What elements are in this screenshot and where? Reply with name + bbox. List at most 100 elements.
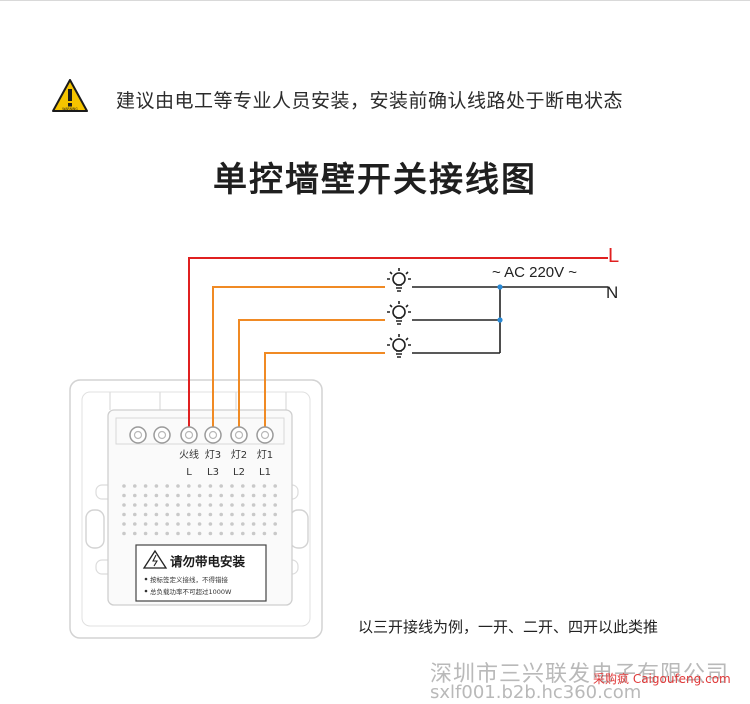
vent-dot (133, 531, 137, 536)
vent-dot (241, 522, 245, 526)
supply-label: ~ AC 220V ~ (492, 264, 577, 281)
vent-dot (273, 531, 278, 536)
vent-dot (154, 484, 159, 488)
vent-dot (219, 512, 223, 517)
neutral-wires (412, 286, 608, 354)
caution-label: 请勿带电安装 按标签定义接线，不得错接 总负载功率不可超过1000W (135, 544, 267, 602)
vent-dot (230, 531, 234, 536)
vent-dot (251, 512, 256, 517)
vent-dot (133, 522, 137, 526)
vent-dot (197, 493, 202, 498)
vent-dot (176, 531, 180, 536)
vent-dot (241, 484, 245, 488)
vent-dot (273, 484, 278, 488)
vent-dot (122, 512, 126, 517)
vent-dot (208, 512, 213, 517)
vent-dot (154, 512, 159, 517)
vent-dot (187, 531, 191, 536)
terminal-label-cn: 灯1 (257, 449, 273, 461)
neutral-label: N (606, 283, 618, 302)
vent-dot (133, 493, 137, 498)
vent-dot (251, 484, 256, 488)
vent-dot (176, 522, 180, 526)
vent-dot (197, 503, 202, 507)
vent-dot (219, 484, 223, 488)
vent-dot (197, 531, 202, 536)
vent-dot (187, 503, 191, 507)
terminal-label-cn: 灯2 (231, 449, 247, 461)
watermark-company: 深圳市三兴联发电子有限公司 (430, 662, 730, 687)
vent-dot (133, 512, 137, 517)
vent-dot (165, 493, 169, 498)
caution-heading: 请勿带电安装 (170, 554, 246, 569)
vent-dot (241, 503, 245, 507)
vent-dot (219, 531, 223, 536)
vent-dot (133, 503, 137, 507)
vent-dot (122, 484, 126, 488)
vent-dot (154, 531, 159, 536)
terminal-label-code: L1 (259, 467, 271, 478)
vent-dot (165, 484, 169, 488)
lamp-wires (212, 286, 385, 432)
lamp-wire-l3 (212, 286, 385, 432)
vent-dot (230, 484, 234, 488)
live-wire (188, 257, 608, 432)
vent-dot (122, 503, 126, 507)
wired-terminals (180, 426, 274, 444)
vent-dot (219, 522, 223, 526)
vent-dot (143, 493, 148, 498)
watermark-site-tag: 采购疯 Caigoufeng.com (593, 672, 731, 686)
vent-dot (219, 493, 223, 498)
vent-dot (219, 503, 223, 507)
vent-dot (273, 503, 278, 507)
vent-dot (143, 503, 148, 507)
vent-dot (176, 484, 180, 488)
vent-dot (273, 512, 278, 517)
vent-dot (165, 503, 169, 507)
vent-dot (208, 531, 213, 536)
vent-dot (176, 512, 180, 517)
junction-dot (497, 284, 503, 290)
vent-dot (165, 522, 169, 526)
vent-dot (187, 522, 191, 526)
vent-dot (262, 522, 267, 526)
vent-dot (262, 484, 267, 488)
vent-dot (122, 493, 126, 498)
vent-dot (262, 493, 267, 498)
vent-dot (122, 522, 126, 526)
vent-dot (262, 503, 267, 507)
vent-dot (230, 503, 234, 507)
vent-dot (251, 531, 256, 536)
vent-dot (154, 503, 159, 507)
vent-dot (122, 531, 126, 536)
vent-dot (143, 512, 148, 517)
vent-dot (208, 522, 213, 526)
vent-dot (197, 522, 202, 526)
vent-dot (187, 512, 191, 517)
vent-grid (122, 484, 278, 536)
vent-dot (165, 512, 169, 517)
warning-icon-caption: WARNING (62, 107, 78, 111)
vent-dot (143, 484, 148, 488)
warning-badge: WARNING (52, 78, 88, 114)
vent-dot (273, 493, 278, 498)
vent-dot (251, 493, 256, 498)
vent-dot (241, 512, 245, 517)
vent-dot (187, 493, 191, 498)
caution-note: 总负载功率不可超过1000W (150, 587, 232, 596)
lamp-wire-l2 (238, 319, 385, 432)
terminal-label-code: L (186, 467, 192, 478)
caption-text: 以三开接线为例，一开、二开、四开以此类推 (358, 618, 659, 636)
junction-dot (497, 317, 503, 323)
vent-dot (197, 484, 202, 488)
lightning-icon (152, 554, 158, 567)
terminal-label-code: L3 (207, 467, 219, 478)
vent-dot (176, 503, 180, 507)
vent-dot (143, 522, 148, 526)
vent-dot (241, 531, 245, 536)
vent-dot (230, 512, 234, 517)
vent-dot (230, 493, 234, 498)
watermark-url: sxlf001.b2b.hc360.com (430, 682, 642, 703)
terminal-label-code: L2 (233, 467, 245, 478)
vent-dot (143, 531, 148, 536)
